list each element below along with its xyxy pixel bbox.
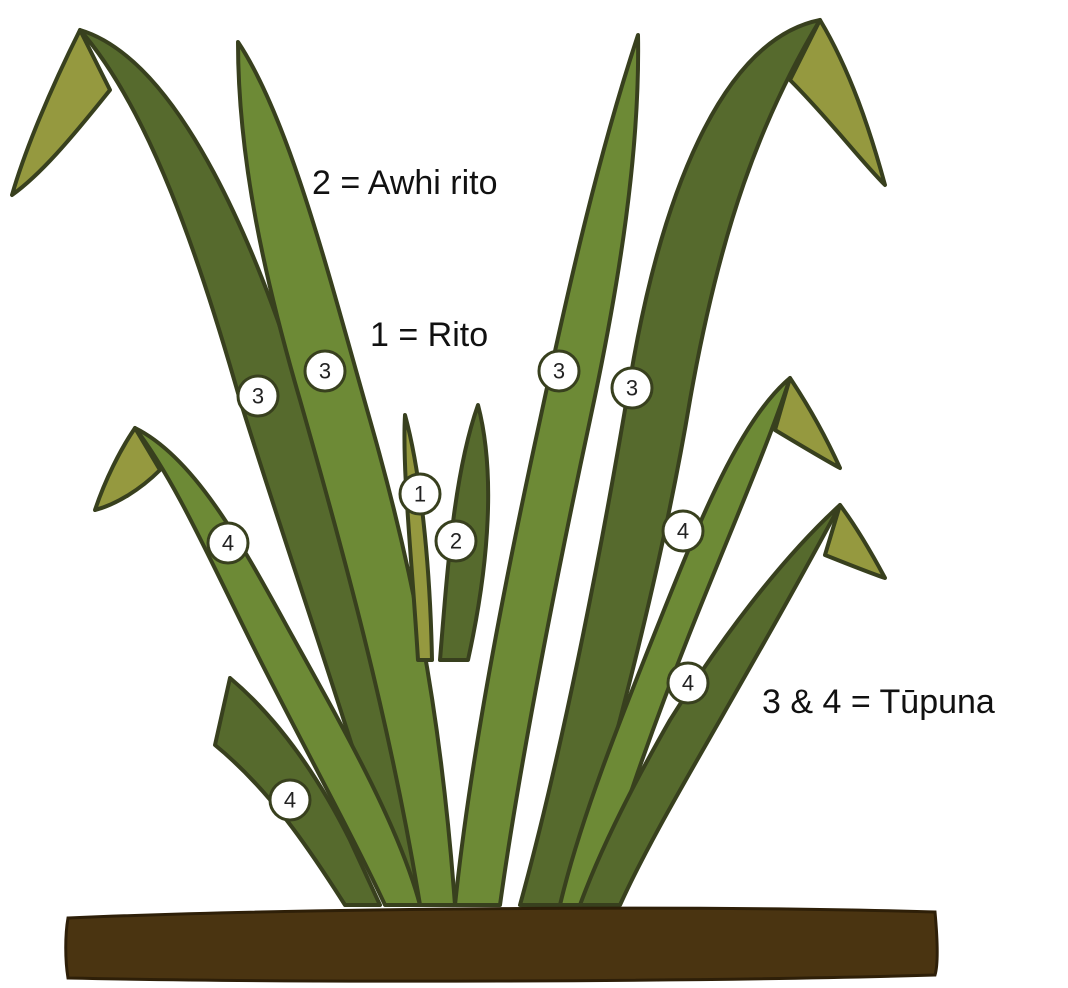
badge-3-outer-left: 3 xyxy=(238,376,278,416)
svg-text:3: 3 xyxy=(319,359,331,384)
svg-text:3: 3 xyxy=(252,384,264,409)
label-rito: 1 = Rito xyxy=(370,316,488,354)
svg-text:3: 3 xyxy=(626,376,638,401)
badge-4-right-lower: 4 xyxy=(668,663,708,703)
badge-1-rito: 1 xyxy=(400,474,440,514)
label-tupuna: 3 & 4 = Tūpuna xyxy=(762,683,995,721)
badge-4-right-upper: 4 xyxy=(663,511,703,551)
badge-4-left-upper: 4 xyxy=(208,523,248,563)
svg-text:4: 4 xyxy=(682,671,694,696)
svg-text:1: 1 xyxy=(414,482,426,507)
label-awhi-rito: 2 = Awhi rito xyxy=(312,164,498,202)
badge-3-inner-left: 3 xyxy=(305,351,345,391)
soil-bed xyxy=(66,908,938,981)
badge-3-outer-right: 3 xyxy=(612,368,652,408)
badge-3-inner-right: 3 xyxy=(539,351,579,391)
svg-text:4: 4 xyxy=(222,531,234,556)
badge-4-left-lower: 4 xyxy=(270,780,310,820)
svg-text:2: 2 xyxy=(450,529,462,554)
svg-text:4: 4 xyxy=(677,519,689,544)
svg-text:4: 4 xyxy=(284,788,296,813)
badge-2-awhi-rito: 2 xyxy=(436,521,476,561)
svg-text:3: 3 xyxy=(553,359,565,384)
